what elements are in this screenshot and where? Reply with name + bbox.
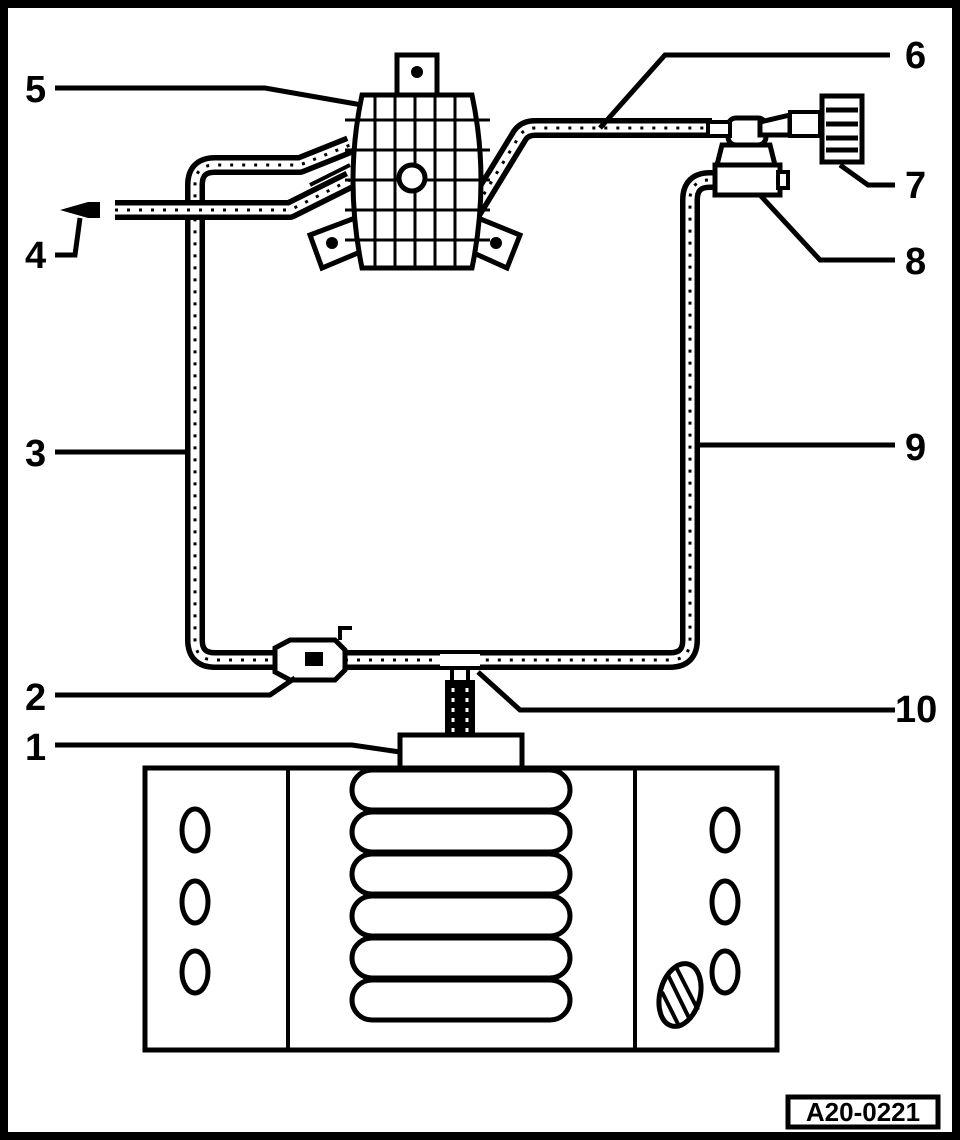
leader-4 <box>55 217 83 258</box>
callout-6: 6 <box>905 35 926 77</box>
fuel-tank-1 <box>142 732 780 1053</box>
callout-2: 2 <box>25 677 46 719</box>
callout-3: 3 <box>25 433 46 475</box>
callout-10: 10 <box>895 689 937 731</box>
leader-7 <box>838 162 895 188</box>
reference-code-box: A20-0221 <box>785 1094 941 1130</box>
charcoal-canister-5 <box>306 52 524 272</box>
connector-7 <box>788 93 865 165</box>
hose-9-right-line <box>480 170 720 670</box>
hose-down-to-tank <box>445 680 475 738</box>
callout-1: 1 <box>25 727 46 769</box>
reference-code: A20-0221 <box>806 1097 920 1127</box>
hose-3-left-line <box>185 135 354 670</box>
solenoid-valve-8 <box>706 111 793 198</box>
hose-4-vent-line <box>115 163 355 220</box>
callout-9: 9 <box>905 427 926 469</box>
leader-8 <box>758 193 895 263</box>
leader-10 <box>476 670 895 713</box>
callout-8: 8 <box>905 241 926 283</box>
callout-4: 4 <box>25 235 46 277</box>
vent-end-fitting-4 <box>60 202 100 218</box>
leader-1 <box>55 742 401 755</box>
leader-2 <box>55 675 297 698</box>
hose-6-purge-line <box>456 118 712 231</box>
callout-7: 7 <box>905 165 926 207</box>
leader-6 <box>598 52 890 130</box>
check-valve-2 <box>272 626 352 683</box>
callout-5: 5 <box>25 69 46 111</box>
t-piece-10 <box>438 650 482 682</box>
leader-5 <box>55 85 363 108</box>
